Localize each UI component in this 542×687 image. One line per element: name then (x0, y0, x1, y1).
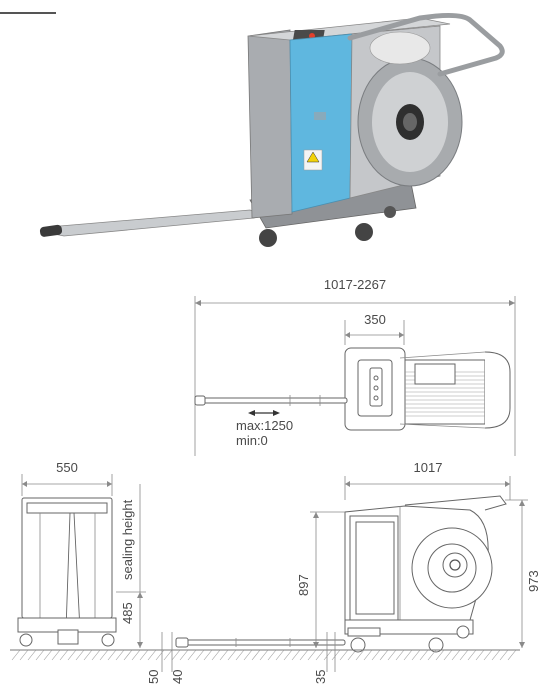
dim-gap-40: 40 (170, 670, 185, 684)
ground-line (10, 649, 520, 661)
dim-sealing-height-label: sealing height (120, 499, 135, 580)
front-view-drawing: 550 sealing height 485 (17, 460, 146, 648)
wheel-front-left (259, 229, 277, 247)
dim-handle-min: min:0 (236, 433, 268, 448)
dim-handle-max: max:1250 (236, 418, 293, 433)
dim-sealing-height-value: 485 (120, 602, 135, 624)
top-view-drawing: 1017-2267 350 (194, 277, 516, 456)
dim-total-height: 973 (526, 570, 541, 592)
dim-overall-length: 1017-2267 (324, 277, 386, 292)
dim-top-width: 350 (364, 312, 386, 327)
handle-side-view (179, 639, 346, 646)
wheel-front-right (355, 223, 373, 241)
blue-side-panel (289, 33, 353, 213)
small-gap-dimensions: 50 40 35 (146, 632, 336, 684)
telescopic-handle (42, 209, 264, 237)
dim-front-width: 550 (56, 460, 78, 475)
dim-side-length: 1017 (414, 460, 443, 475)
side-view-drawing: 1017 897 973 (175, 460, 541, 653)
handle-top-view (194, 397, 348, 404)
machine-photo (39, 12, 505, 247)
dim-gap-50: 50 (146, 670, 161, 684)
dim-gap-35: 35 (313, 670, 328, 684)
dim-body-height: 897 (296, 574, 311, 596)
top-handle-rail (347, 12, 505, 77)
